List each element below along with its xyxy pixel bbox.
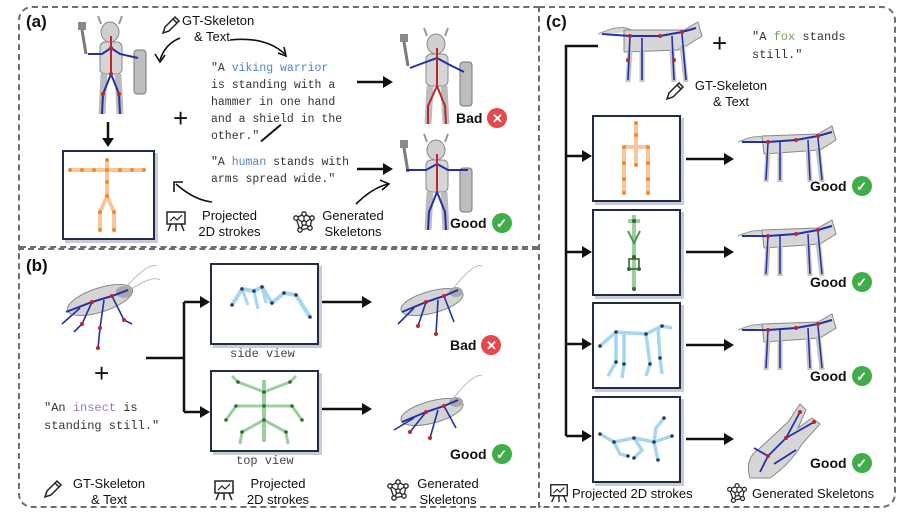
panel-a-projected-label: Projected 2D strokes (198, 208, 261, 239)
check-icon: ✓ (851, 272, 872, 292)
panel-a-right-arrow-top (357, 76, 393, 88)
panel-a-plus: + (173, 103, 189, 133)
easel-icon (166, 211, 186, 232)
panel-b-generated-label: Generated Skeletons (417, 476, 479, 507)
cross-icon: ✕ (481, 335, 502, 355)
insect-generated-bad-figure (397, 265, 483, 336)
panel-b-projected-label: Projected 2D strokes (246, 476, 310, 507)
panel-c-frame (538, 6, 896, 508)
blue-fox-strokes-2 (598, 416, 674, 462)
check-icon: ✓ (851, 176, 872, 196)
blue-side-strokes (230, 284, 312, 319)
fox-generated-figure-3 (737, 313, 837, 371)
panel-c-right-arrow-3 (686, 339, 734, 351)
panel-c-trunk-connector (564, 44, 598, 442)
green-fox-strokes (627, 215, 641, 291)
panel-b-right-arrow-top (322, 296, 372, 308)
panel-c-label: (c) (546, 12, 567, 31)
panel-c-stroke-box-1 (592, 115, 681, 202)
panel-a-forward-arrow (355, 179, 391, 205)
panel-b-side-view-caption: side view (230, 347, 295, 361)
panel-b-top-view-box (210, 370, 319, 452)
cross-icon: ✕ (487, 108, 508, 128)
check-icon: ✓ (491, 213, 512, 233)
panel-a-prompt-viking: "A viking warrior is standing with a ham… (211, 62, 343, 143)
panel-c-stroke-box-3 (592, 302, 681, 389)
panel-c-generated-label: Generated Skeletons (752, 486, 875, 501)
panel-c-right-arrow-4 (686, 433, 734, 445)
panel-b-verdict-good: Good✓ (450, 444, 512, 464)
orange-stick-figure (68, 158, 146, 232)
panel-a-verdict-good: Good✓ (450, 213, 512, 233)
check-icon: ✓ (851, 366, 872, 386)
panel-a-label: (a) (26, 12, 47, 31)
panel-c-projected-label: Projected 2D strokes (572, 486, 693, 501)
viking-generated-good-figure (400, 133, 473, 231)
panel-c-stroke-box-4 (592, 396, 681, 483)
panel-c-right-arrow-2 (686, 246, 734, 258)
panel-c-right-arrow-1 (686, 153, 734, 165)
orange-fox-strokes (622, 121, 650, 195)
panel-a-down-arrow (102, 122, 114, 147)
panel-b-side-view-box (210, 263, 319, 345)
panel-a-generated-label: Generated Skeletons (322, 208, 384, 239)
pencil-icon (161, 15, 181, 35)
panel-b-gt-label: GT-Skeleton & Text (72, 476, 146, 507)
panel-b-label: (b) (26, 256, 48, 275)
panel-b-verdict-bad: Bad✕ (450, 335, 502, 355)
panel-a-b-divider (20, 246, 538, 248)
pencil-icon (43, 479, 63, 499)
fox-generated-figure-2 (737, 219, 837, 277)
panel-b-branch-connector (146, 296, 210, 418)
panel-b-prompt-insect: "An insect is standing still." (44, 401, 160, 433)
check-icon: ✓ (491, 444, 512, 464)
viking-generated-bad-figure (400, 27, 473, 125)
panel-a-gt-label: GT-Skeleton & Text (182, 13, 255, 44)
panel-c-verdict-good-2: Good✓ (810, 272, 872, 292)
blue-fox-strokes-1 (598, 324, 673, 379)
pencil-icon (665, 81, 685, 101)
panel-a-curved-arrows (154, 37, 288, 64)
panel-c-prompt-fox: "A fox stands still." (752, 30, 846, 62)
panel-c-stroke-box-2 (592, 209, 681, 296)
panel-b-top-view-caption: top view (236, 454, 294, 468)
panel-c-verdict-good-4: Good✓ (810, 453, 872, 473)
easel-icon (214, 480, 234, 501)
panel-a-right-arrow-bottom (357, 163, 393, 175)
panel-a-back-arrow (173, 181, 213, 203)
panel-c-verdict-good-3: Good✓ (810, 366, 872, 386)
insect-generated-good-figure (393, 375, 483, 440)
panel-c-plus: + (712, 28, 728, 58)
check-icon: ✓ (851, 453, 872, 473)
panel-b-frame (18, 248, 538, 508)
network-icon (387, 479, 409, 501)
fox-generated-figure-1 (737, 125, 837, 183)
network-icon (727, 483, 747, 503)
panel-c-verdict-good-1: Good✓ (810, 176, 872, 196)
panel-a-verdict-bad: Bad✕ (456, 108, 508, 128)
viking-gt-skeleton-figure (78, 15, 147, 115)
panel-a-projected-box (62, 150, 155, 240)
panel-b-plus: + (94, 358, 110, 388)
insect-gt-skeleton-figure (61, 265, 161, 350)
fox-generated-figure-4 (747, 403, 821, 479)
panel-b-right-arrow-bottom (322, 403, 372, 415)
fox-gt-skeleton-figure (597, 21, 703, 83)
panel-a-prompt-human: "A human stands with arms spread wide." (211, 156, 350, 186)
green-top-strokes (224, 374, 304, 445)
network-icon (293, 211, 315, 233)
easel-icon (550, 484, 568, 503)
panel-c-gt-label: GT-Skeleton & Text (694, 78, 768, 109)
panel-a-frame (18, 6, 538, 248)
